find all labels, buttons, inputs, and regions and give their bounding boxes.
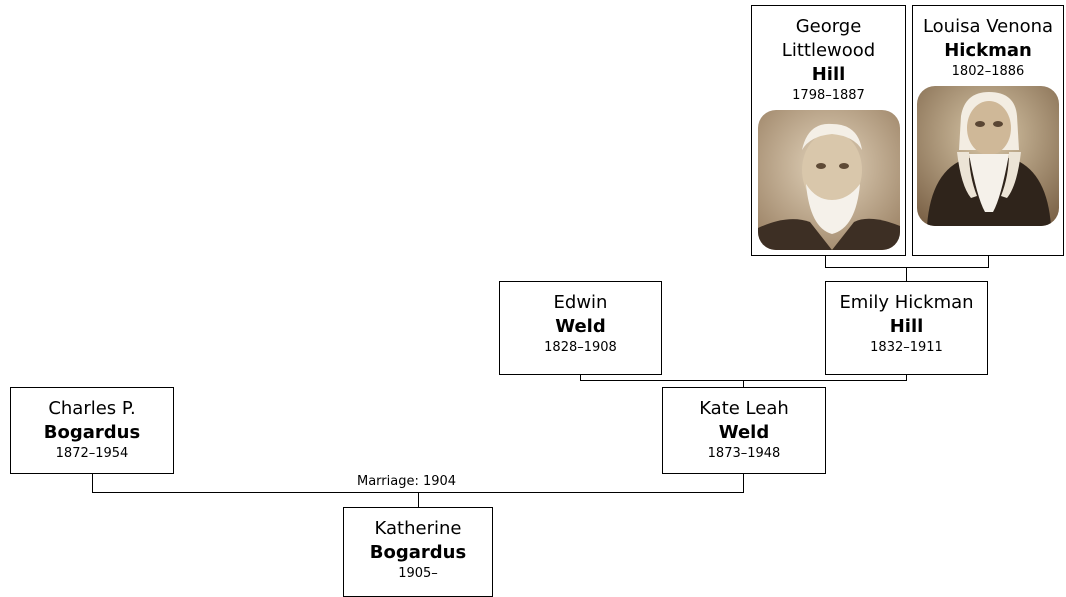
life-dates: 1802–1886 [951,64,1025,79]
life-dates: 1905– [398,566,438,581]
person-card-kate-weld[interactable]: Kate Leah Weld 1873–1948 [662,387,826,474]
connector-line [418,492,419,507]
given-name: Charles P. [48,398,136,419]
life-dates: 1872–1954 [55,446,129,461]
person-card-charles-bogardus[interactable]: Charles P. Bogardus 1872–1954 [10,387,174,474]
surname: Weld [555,316,606,337]
surname: Hickman [944,40,1032,61]
given-name: Katherine [374,518,462,539]
connector-line [580,375,581,380]
life-dates: 1828–1908 [544,340,617,355]
given-name: Edwin [553,292,608,313]
portrait-photo[interactable] [757,110,900,250]
connector-line [906,375,907,380]
life-dates: 1832–1911 [870,340,943,355]
given-name: Louisa Venona [922,16,1054,37]
person-card-george-hill[interactable]: George Littlewood Hill 1798–1887 [751,5,906,256]
person-card-edwin-weld[interactable]: Edwin Weld 1828–1908 [499,281,662,375]
connector-line [743,380,744,387]
person-card-katherine-bogardus[interactable]: Katherine Bogardus 1905– [343,507,493,597]
marriage-label: Marriage: 1904 [356,474,458,490]
connector-line [988,256,989,267]
connector-line [92,474,93,492]
surname: Bogardus [43,422,141,443]
given-name: George Littlewood [781,16,876,61]
given-name: Kate Leah [699,398,789,419]
life-dates: 1798–1887 [792,88,865,103]
person-card-emily-hill[interactable]: Emily Hickman Hill 1832–1911 [825,281,988,375]
portrait-photo[interactable] [917,86,1059,226]
surname: Hill [811,64,846,85]
surname: Hill [889,316,924,337]
given-name: Emily Hickman [839,292,974,313]
connector-line [906,267,907,281]
connector-line [825,256,826,267]
connector-line [743,474,744,492]
life-dates: 1873–1948 [707,446,781,461]
surname: Bogardus [369,542,467,563]
connector-line [825,267,989,268]
person-card-louisa-hickman[interactable]: Louisa Venona Hickman 1802–1886 [912,5,1064,256]
surname: Weld [718,422,770,443]
